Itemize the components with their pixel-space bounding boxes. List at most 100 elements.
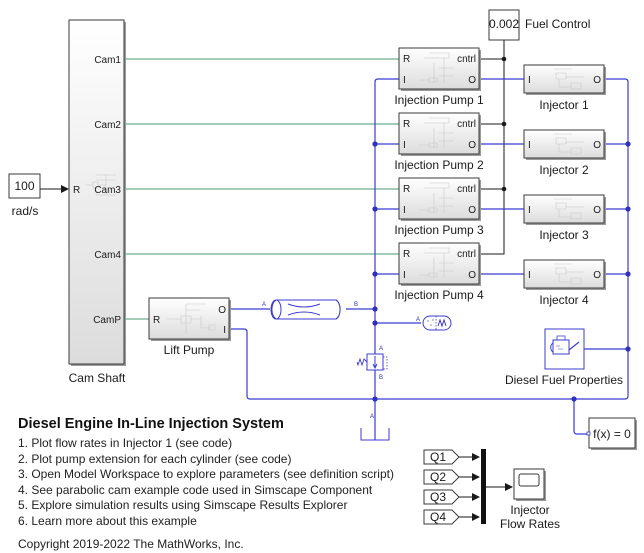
- speed-source-label: rad/s: [12, 204, 39, 218]
- injector-label: Injector 4: [539, 293, 589, 307]
- injector-port-i: I: [528, 205, 531, 216]
- accumulator-port-a: A: [416, 317, 420, 323]
- pump-port-r: R: [403, 249, 410, 260]
- note-link-plot-pump-extension[interactable]: 2. Plot pump extension for each cylinder…: [18, 451, 292, 466]
- solver-config-label: f(x) = 0: [593, 427, 631, 441]
- fuel-can-icon: [550, 335, 580, 355]
- pump-label: Injection Pump 1: [394, 93, 484, 107]
- speed-value: 100: [14, 179, 34, 193]
- hydraulic-network[interactable]: [229, 78, 631, 440]
- fuel-properties-label: Diesel Fuel Properties: [505, 373, 623, 387]
- cam-shaft-thumbnail-icon: [85, 174, 116, 196]
- note-link-learn-more[interactable]: 6. Learn more about this example: [18, 513, 197, 528]
- injection-pump-2[interactable]: R I cntrl O Injection Pump 2: [394, 112, 484, 172]
- goto-tag-q2-label: Q2: [430, 470, 446, 484]
- injector-label: Injector 2: [539, 163, 589, 177]
- cam-shaft-port-cam3: Cam3: [94, 185, 121, 196]
- mux-block[interactable]: [481, 449, 486, 524]
- injector-port-o: O: [593, 75, 601, 86]
- pump-port-i: I: [403, 270, 406, 281]
- fuel-control-value: 0.002: [489, 17, 519, 31]
- lift-pump-port-r: R: [153, 315, 160, 326]
- goto-tag-q4-label: Q4: [430, 510, 446, 524]
- goto-tag-q3-label: Q3: [430, 490, 446, 504]
- copyright: Copyright 2019-2022 The MathWorks, Inc.: [18, 537, 244, 551]
- pump-port-cntrl: cntrl: [457, 54, 476, 65]
- injection-pump-3[interactable]: R I cntrl O Injection Pump 3: [394, 177, 484, 237]
- injection-pump-4[interactable]: R I cntrl O Injection Pump 4: [394, 242, 484, 302]
- goto-tag-q1-label: Q1: [430, 450, 446, 464]
- goto-tag-q2[interactable]: Q2: [423, 469, 460, 485]
- pump-port-r: R: [403, 119, 410, 130]
- scope-label-line2: Flow Rates: [500, 517, 560, 531]
- pump-port-i: I: [403, 205, 406, 216]
- lift-pump-port-o: O: [218, 305, 226, 316]
- solver-config-block[interactable]: f(x) = 0: [586, 417, 637, 450]
- fuel-control-block[interactable]: 0.002 Fuel Control: [488, 9, 590, 41]
- cam-connections: [124, 58, 399, 320]
- injector-label: Injector 3: [539, 228, 589, 242]
- cam-shaft-port-cam4: Cam4: [94, 250, 121, 261]
- pump-port-o: O: [468, 205, 476, 216]
- injector-2[interactable]: I O Injector 2: [523, 129, 606, 177]
- fuel-control-signals[interactable]: [470, 40, 507, 258]
- injector-port-i: I: [528, 75, 531, 86]
- injector-port-o: O: [593, 270, 601, 281]
- injector-port-i: I: [528, 140, 531, 151]
- note-link-results-explorer[interactable]: 5. Explore simulation results using Sims…: [18, 498, 348, 512]
- note-link-model-workspace[interactable]: 3. Open Model Workspace to explore param…: [18, 467, 394, 481]
- tank-port-a: A: [370, 414, 374, 420]
- relief-valve-port-b: B: [379, 375, 383, 381]
- cam-shaft-port-cam2: Cam2: [94, 120, 121, 131]
- pump-port-cntrl: cntrl: [457, 119, 476, 130]
- pump-label: Injection Pump 3: [394, 223, 484, 237]
- cam-shaft-port-cam1: Cam1: [94, 55, 121, 66]
- relief-valve-port-a: A: [379, 346, 383, 352]
- speed-source-block[interactable]: 100 rad/s: [8, 173, 41, 218]
- injector-port-i: I: [528, 270, 531, 281]
- pump-port-o: O: [468, 270, 476, 281]
- injection-pump-1[interactable]: R I cntrl O Injection Pump 1: [394, 47, 484, 107]
- pump-label: Injection Pump 4: [394, 288, 484, 302]
- pump-port-cntrl: cntrl: [457, 184, 476, 195]
- lift-pump-label: Lift Pump: [164, 343, 215, 357]
- relief-valve-block[interactable]: A B: [356, 346, 388, 381]
- scope-label-line1: Injector: [510, 503, 549, 517]
- pipe-block[interactable]: A B: [262, 299, 358, 320]
- pump-port-o: O: [468, 140, 476, 151]
- cam-shaft-label: Cam Shaft: [69, 371, 126, 385]
- note-link-parabolic-cam[interactable]: 4. See parabolic cam example code used i…: [18, 482, 373, 497]
- fuel-control-label: Fuel Control: [525, 17, 590, 31]
- cam-shaft-port-r: R: [73, 185, 80, 196]
- tank-block[interactable]: A: [360, 414, 390, 441]
- note-link-plot-flow-rates[interactable]: 1. Plot flow rates in Injector 1 (see co…: [18, 436, 233, 450]
- pump-port-i: I: [403, 75, 406, 86]
- goto-tag-q4[interactable]: Q4: [423, 509, 460, 525]
- lift-pump-block[interactable]: R O I Lift Pump: [148, 297, 231, 357]
- pump-port-r: R: [403, 54, 410, 65]
- pump-port-i: I: [403, 140, 406, 151]
- injector-3[interactable]: I O Injector 3: [523, 194, 606, 242]
- goto-tag-q3[interactable]: Q3: [423, 489, 460, 505]
- flow-rate-signals[interactable]: Q1 Q2 Q3 Q4 Injector Flow Rates: [423, 449, 560, 531]
- pump-port-o: O: [468, 75, 476, 86]
- model-title: Diesel Engine In-Line Injection System: [18, 416, 284, 432]
- pipe-port-b: B: [354, 302, 358, 308]
- lift-pump-port-i: I: [223, 325, 226, 336]
- accumulator-block[interactable]: A: [416, 315, 452, 331]
- scope-block[interactable]: Injector Flow Rates: [500, 468, 560, 531]
- injector-1[interactable]: I O Injector 1: [523, 64, 606, 112]
- goto-tag-q1[interactable]: Q1: [423, 449, 460, 465]
- cam-shaft-block[interactable]: R Cam1 Cam2 Cam3 Cam4 CamP Cam Shaft: [68, 19, 126, 385]
- injector-port-o: O: [593, 140, 601, 151]
- injector-4[interactable]: I O Injector 4: [523, 259, 606, 307]
- cam-shaft-port-camp: CamP: [93, 315, 121, 326]
- pump-port-cntrl: cntrl: [457, 249, 476, 260]
- fuel-properties-block[interactable]: Diesel Fuel Properties: [505, 328, 623, 387]
- pipe-port-a: A: [262, 302, 266, 308]
- injector-port-o: O: [593, 205, 601, 216]
- pump-port-r: R: [403, 184, 410, 195]
- scope-screen-icon: [518, 473, 540, 487]
- pump-label: Injection Pump 2: [394, 158, 484, 172]
